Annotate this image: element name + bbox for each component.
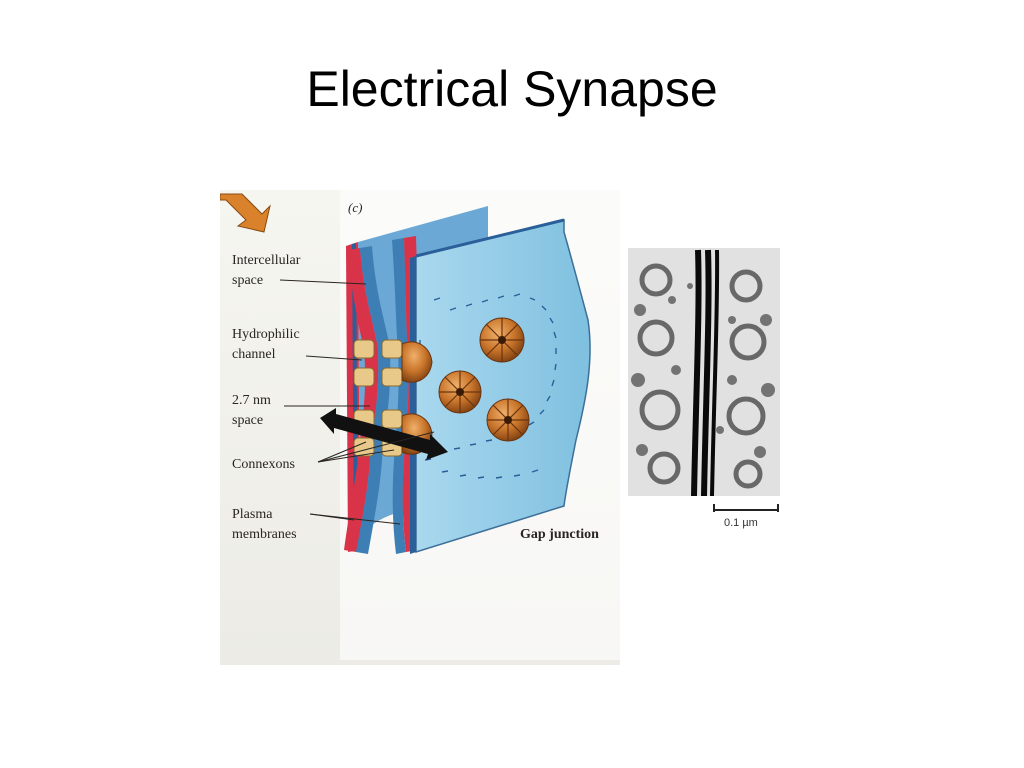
figure-svg: (c) <box>220 190 780 665</box>
slide-title: Electrical Synapse <box>306 61 718 117</box>
label-connexons: Connexons <box>232 457 295 472</box>
label-hydrophilic-channel-2: channel <box>232 347 276 362</box>
front-membrane <box>410 218 591 554</box>
gap-junction-figure: (c) <box>220 190 785 665</box>
label-intercellular-space-2: space <box>232 273 263 288</box>
label-plasma-membranes-2: membranes <box>232 527 297 542</box>
leader-lines <box>279 279 435 525</box>
label-intercellular-space-1: Intercellular <box>232 253 301 268</box>
label-plasma-membranes-1: Plasma <box>232 507 273 522</box>
label-scale-bar: 0.1 µm <box>724 517 758 529</box>
connexon-surface-2 <box>438 370 482 414</box>
gap-double-arrow-icon <box>320 408 448 460</box>
label-gap-space-2: space <box>232 413 263 428</box>
label-hydrophilic-channel-1: Hydrophilic <box>232 327 300 342</box>
connexon-surface-3 <box>486 398 530 442</box>
membrane-texture <box>419 293 557 479</box>
connexon-surface-1 <box>479 317 525 363</box>
electron-micrograph <box>628 248 780 497</box>
scale-bar <box>713 504 779 512</box>
label-gap-junction: Gap junction <box>520 527 599 542</box>
label-gap-space-1: 2.7 nm <box>232 393 271 408</box>
panel-letter: (c) <box>348 200 362 215</box>
orange-arrow-icon <box>220 193 271 233</box>
